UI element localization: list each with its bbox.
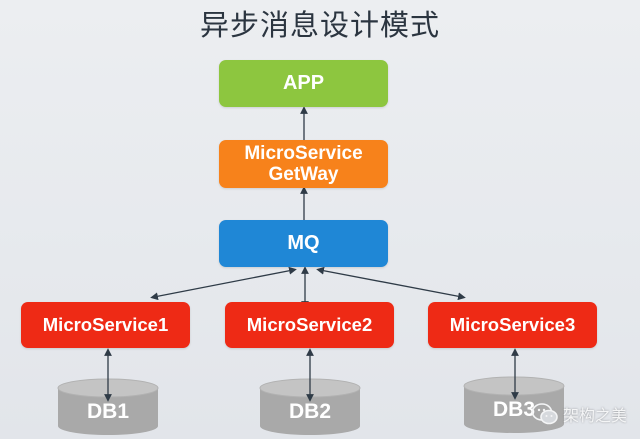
microservice1-node: MicroService1 <box>21 302 190 348</box>
db1-node: DB1 <box>57 378 159 436</box>
gateway-node: MicroService GetWay <box>219 140 388 188</box>
app-label: APP <box>282 72 325 94</box>
db3-label: DB3 <box>492 398 535 421</box>
microservice3-node: MicroService3 <box>428 302 597 348</box>
edge-mq-service1 <box>150 266 297 301</box>
gateway-label-line2: GetWay <box>268 164 339 185</box>
db1-label: DB1 <box>86 400 129 423</box>
gateway-label-line1: MicroService <box>244 143 363 164</box>
wechat-icon <box>531 403 558 425</box>
mq-node: MQ <box>219 220 388 267</box>
microservice2-label: MicroService2 <box>246 314 373 335</box>
watermark-text: 架构之美 <box>563 406 628 425</box>
microservice1-label: MicroService1 <box>42 314 169 335</box>
edge-mq-service3 <box>316 266 466 301</box>
db2-node: DB2 <box>259 378 361 436</box>
app-node: APP <box>219 60 388 107</box>
watermark: 架构之美 <box>531 402 627 426</box>
microservice3-label: MicroService3 <box>449 314 576 335</box>
microservice2-node: MicroService2 <box>225 302 394 348</box>
diagram-title: 异步消息设计模式 <box>199 8 440 42</box>
db2-label: DB2 <box>288 400 331 423</box>
mq-label: MQ <box>287 232 320 254</box>
